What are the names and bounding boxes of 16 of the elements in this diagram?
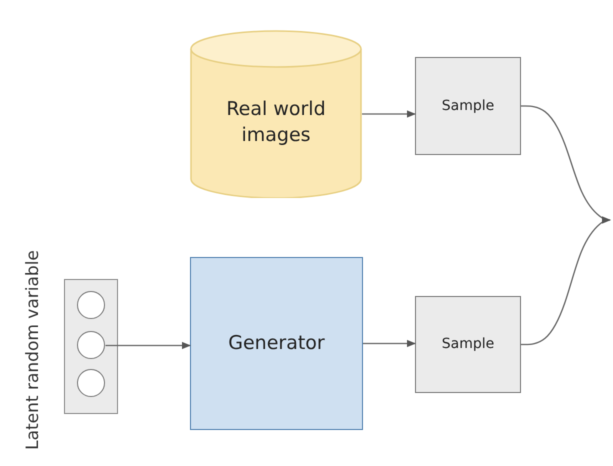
vector-circle [77,331,105,359]
arrow [106,342,191,350]
node-label: Generator [228,330,325,356]
latent-vector-box [64,279,118,414]
node-label: Sample [442,96,494,116]
vertical-label: Latent random variable [23,250,43,450]
node-label: Sample [442,335,494,354]
node-label: Real world images [225,97,327,148]
process-box [415,296,521,393]
generator-box [190,257,363,430]
vector-circle [77,369,105,397]
arrow [362,110,416,118]
vector-circle [77,291,105,319]
arrow [521,216,611,346]
process-box [415,57,521,155]
arrow [363,340,416,348]
